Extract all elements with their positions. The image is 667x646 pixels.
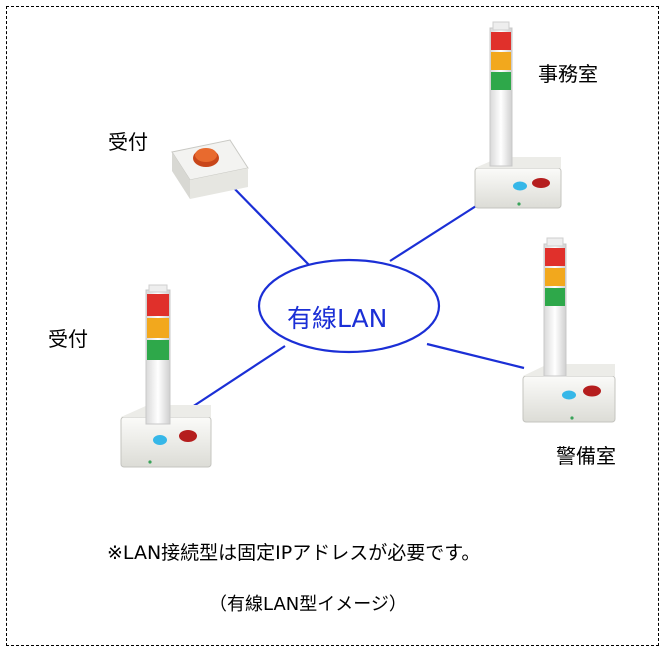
network-diagram: [120, 21, 616, 468]
link-reception-tower: [185, 345, 286, 412]
signal-tower-reception: [120, 284, 212, 468]
signal-tower-security: [522, 237, 616, 423]
link-security: [426, 342, 525, 370]
link-office: [389, 198, 488, 262]
label-reception-button: 受付: [108, 130, 148, 154]
hub-label: 有線LAN: [287, 304, 388, 333]
lan-hub-ellipse: [257, 258, 441, 354]
label-security: 警備室: [556, 444, 616, 468]
link-reception-button: [227, 181, 312, 268]
signal-tower-office: [474, 21, 562, 209]
label-reception-tower: 受付: [48, 327, 88, 351]
call-button-device: [171, 139, 249, 199]
note-text: ※LAN接続型は固定IPアドレスが必要です。: [107, 542, 481, 564]
caption-text: （有線LAN型イメージ）: [209, 594, 407, 615]
label-office: 事務室: [538, 62, 598, 86]
